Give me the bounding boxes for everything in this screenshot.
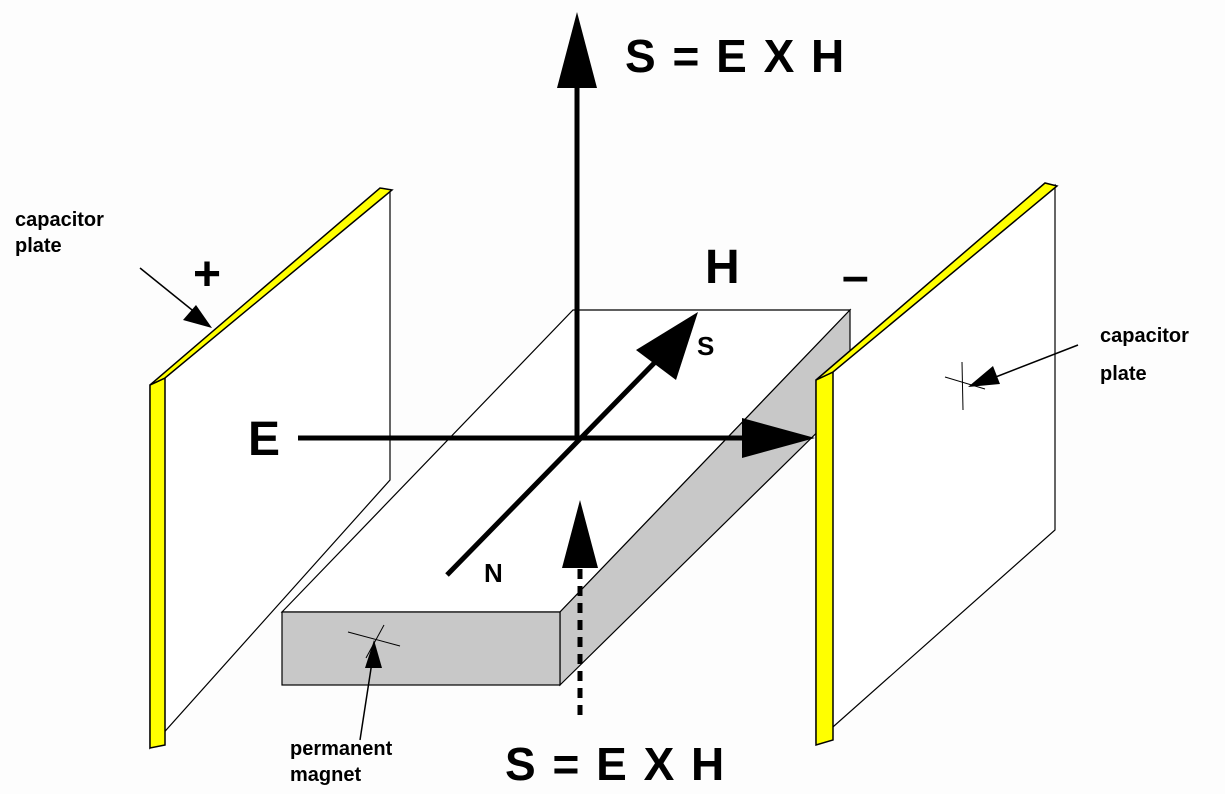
left-plate-top-edge	[149, 187, 394, 386]
equation-top: S = E X H	[625, 30, 846, 82]
magnet-label-line2: magnet	[290, 764, 361, 786]
left-capacitor-plate	[149, 187, 394, 750]
poynting-vector-dotted-arrow	[562, 500, 598, 715]
permanent-magnet	[280, 308, 852, 687]
left-plate-label-line1: capacitor	[15, 209, 104, 231]
plus-sign: +	[193, 248, 221, 301]
e-field-label: E	[248, 413, 280, 466]
right-plate-pointer	[968, 344, 1079, 387]
minus-sign: –	[842, 250, 869, 303]
e-field-arrow	[298, 418, 815, 458]
left-plate-pointer	[139, 267, 212, 328]
poynting-vector-arrow	[557, 12, 597, 438]
right-plate-top-edge	[815, 182, 1059, 381]
north-pole-label: N	[484, 558, 503, 588]
equation-bottom: S = E X H	[505, 738, 726, 790]
h-field-label: H	[705, 241, 740, 294]
left-plate-edge	[149, 376, 166, 749]
h-field-arrow	[445, 312, 698, 577]
right-capacitor-plate	[815, 182, 1059, 747]
right-plate-label-line2: plate	[1100, 363, 1147, 385]
magnet-label-line1: permanent	[290, 738, 393, 760]
magnet-front-face	[281, 611, 561, 686]
right-plate-edge	[815, 370, 834, 747]
magnet-pointer	[359, 640, 382, 741]
left-plate-label-line2: plate	[15, 235, 62, 257]
right-plate-label-line1: capacitor	[1100, 325, 1189, 347]
south-pole-label: S	[697, 331, 714, 361]
